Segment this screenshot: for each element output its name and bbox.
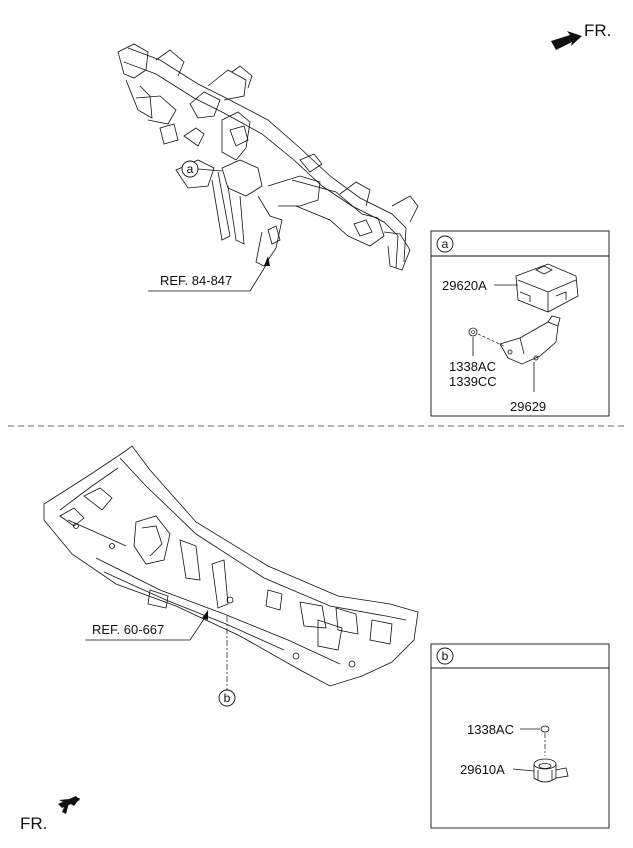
front-direction-arrow-icon	[551, 31, 582, 50]
cowl-cross-bar-drawing	[117, 43, 419, 271]
nut-icon	[468, 327, 478, 337]
callout-a-leader	[197, 168, 223, 172]
detail-box-b: b 1338AC 29610A	[430, 643, 610, 829]
part-29620a-label: 29620A	[442, 278, 487, 293]
detail-b-title-letter: b	[442, 649, 449, 663]
callout-b-lower-letter: b	[224, 691, 231, 705]
ref-84-847-group: REF. 84-847	[148, 256, 270, 292]
ref-60-667-label: REF. 60-667	[92, 622, 164, 637]
callout-b-lower: b	[218, 616, 236, 707]
detail-a-title-letter: a	[442, 237, 449, 251]
cowl-panel-drawing	[43, 445, 419, 687]
detail-box-a: a 29620A 29629 1338AC	[430, 230, 610, 417]
front-direction-arrow-icon	[58, 796, 80, 814]
fr-label-top: FR.	[584, 21, 611, 40]
part-1339cc-label: 1339CC	[449, 374, 497, 389]
control-module-drawing	[515, 263, 579, 313]
sensor-drawing	[533, 758, 569, 783]
part-29610a-label: 29610A	[460, 762, 505, 777]
callout-a-upper-letter: a	[187, 162, 194, 176]
part-1338ac-upper-label: 1338AC	[449, 359, 496, 374]
ref-84-847-label: REF. 84-847	[160, 273, 232, 288]
part-1338ac-lower-label: 1338AC	[467, 722, 514, 737]
fr-label-bottom: FR.	[20, 814, 47, 833]
bracket-drawing	[499, 315, 561, 376]
nut-icon	[540, 725, 550, 733]
part-29629-label: 29629	[510, 399, 546, 414]
callout-a-upper: a	[181, 160, 223, 178]
ref-60-667-group: REF. 60-667	[85, 610, 208, 641]
